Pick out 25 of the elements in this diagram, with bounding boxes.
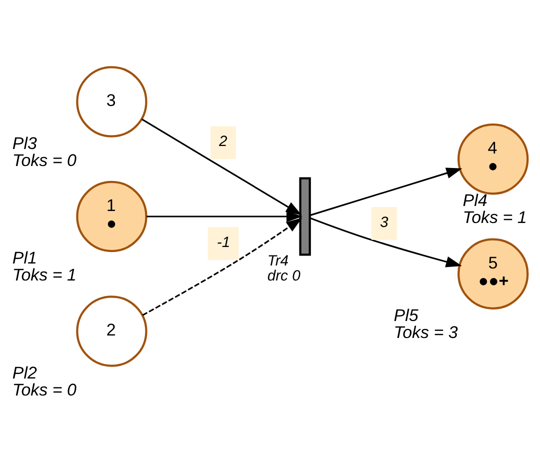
node-bar (299, 177, 311, 256)
node-circle: 4 ● (458, 124, 529, 195)
edge-label: -1 (216, 234, 230, 251)
node-label: Toks = 1 (462, 208, 527, 228)
arrow (310, 168, 462, 216)
node-label: Tr4 (267, 254, 289, 270)
node-circle: 3 (76, 66, 148, 138)
edge-label: 2 (219, 134, 228, 150)
node-circle: 5 ●●+ (458, 238, 529, 310)
node-label: Toks = 0 (12, 150, 76, 170)
node-label: Pl5 (394, 306, 418, 325)
node-circle: 2 (76, 296, 148, 367)
node-label: Toks = 1 (12, 266, 76, 285)
node-label: Pl2 (12, 363, 37, 382)
node-label: Pl3 (12, 134, 37, 153)
node-label: Toks = 3 (394, 322, 458, 342)
edge-label: 3 (380, 214, 388, 231)
arrow (146, 210, 302, 222)
arrow (142, 218, 302, 316)
arrow (310, 217, 462, 268)
node-circle: 1 ● (76, 180, 148, 252)
node-label: drc 0 (267, 268, 300, 284)
arrow (141, 118, 302, 216)
node-label: Toks = 0 (12, 380, 76, 400)
node-label: Pl1 (12, 248, 37, 268)
